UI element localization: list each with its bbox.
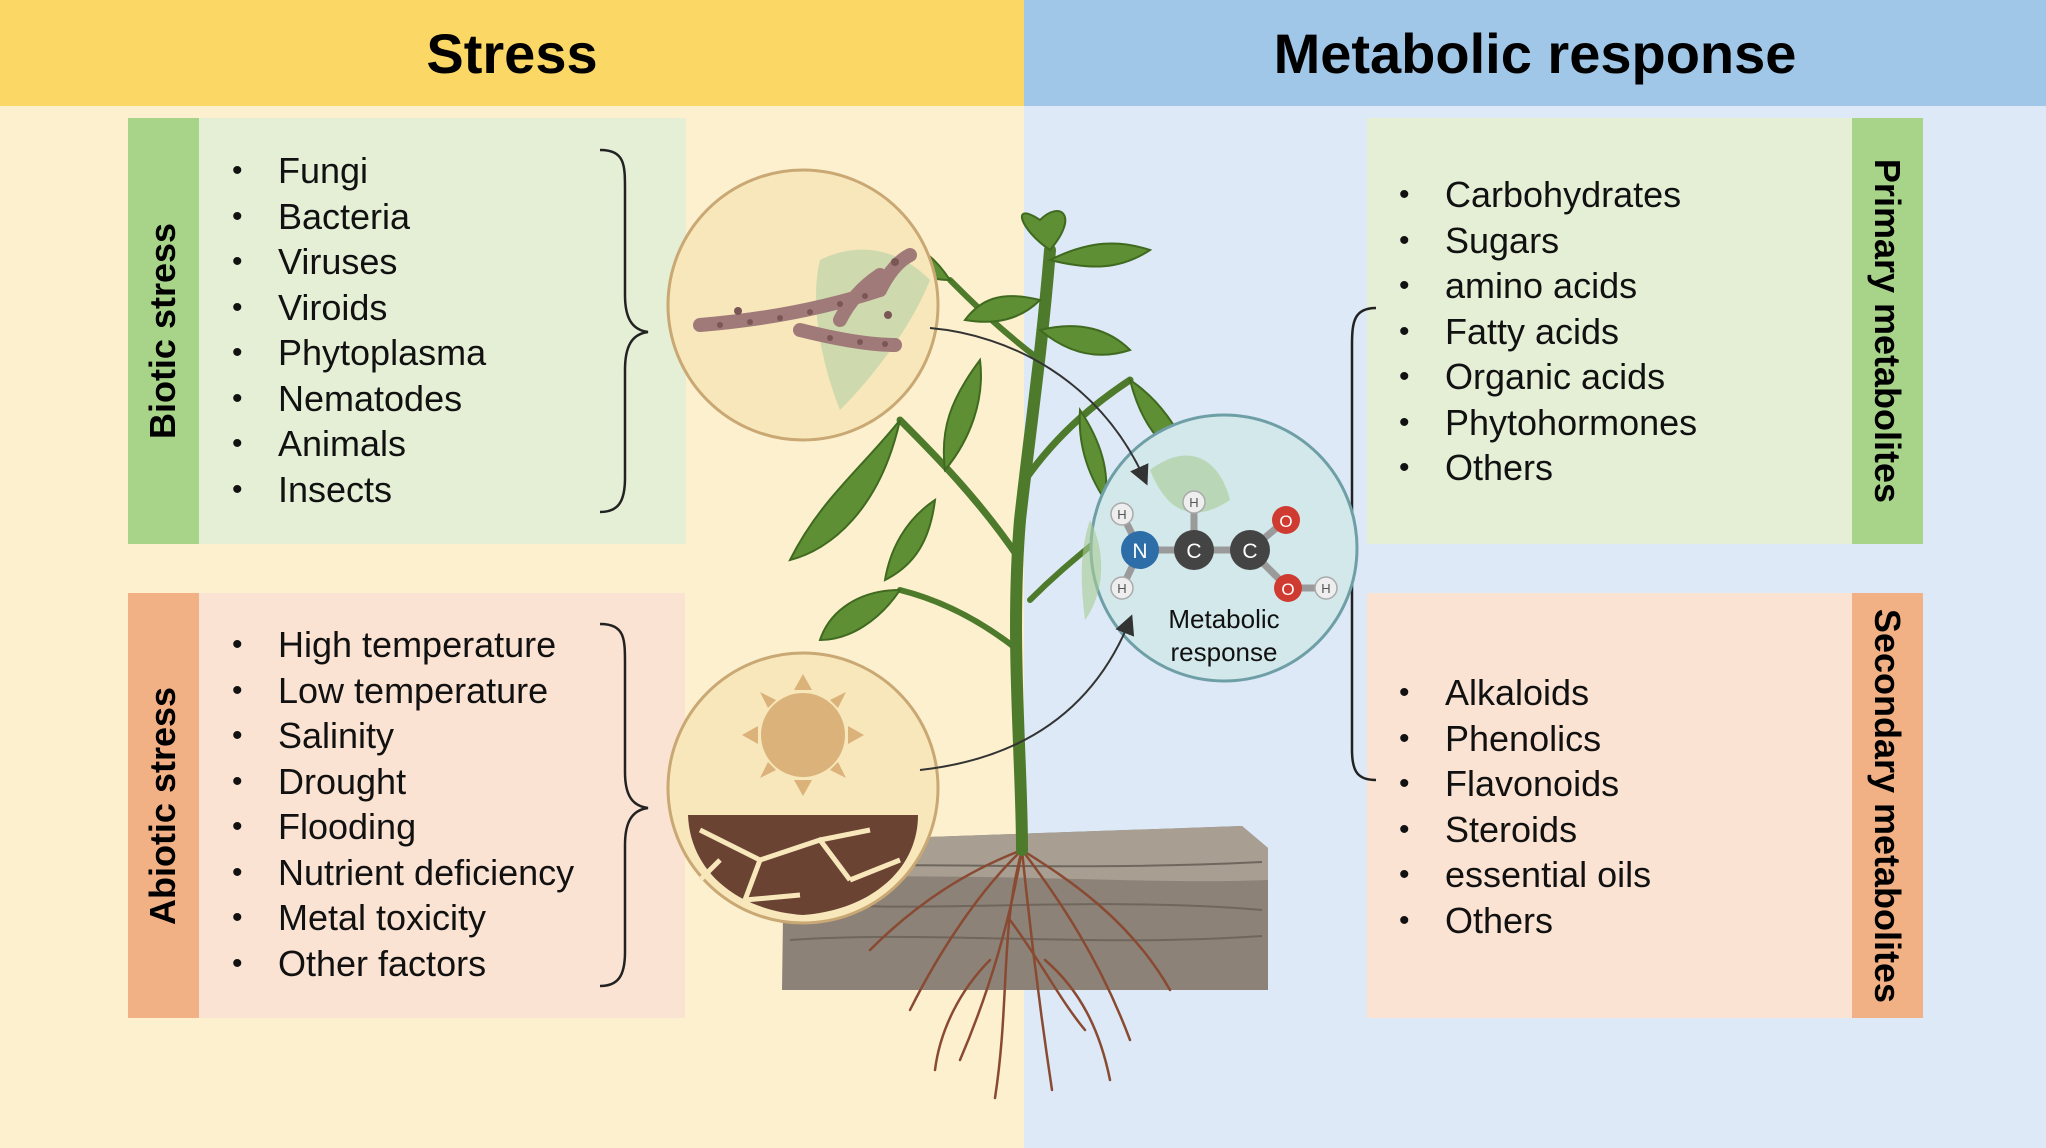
oxygen-atom-label: O xyxy=(1281,580,1294,599)
molecule-caption-line1: Metabolic xyxy=(1168,604,1279,634)
biotic-stress-list: Fungi Bacteria Viruses Viroids Phytoplas… xyxy=(232,148,486,512)
secondary-metabolites-list: Alkaloids Phenolics Flavonoids Steroids … xyxy=(1399,670,1651,943)
list-item: Steroids xyxy=(1399,807,1651,853)
list-item: essential oils xyxy=(1399,852,1651,898)
secondary-metabolites-panel: Secondary metabolites Alkaloids Phenolic… xyxy=(1367,593,1923,1018)
list-item: Others xyxy=(1399,898,1651,944)
cracked-soil-icon xyxy=(688,815,918,915)
list-item: amino acids xyxy=(1399,263,1697,309)
hydrogen-atom-label: H xyxy=(1117,581,1126,596)
biotic-stress-tab: Biotic stress xyxy=(128,118,199,544)
list-item: Low temperature xyxy=(232,668,574,714)
oxygen-atom xyxy=(1274,574,1302,602)
list-item: Phenolics xyxy=(1399,716,1651,762)
abiotic-stress-list: High temperature Low temperature Salinit… xyxy=(232,622,574,986)
nitrogen-atom xyxy=(1121,531,1159,569)
molecule-caption-line2: response xyxy=(1171,637,1278,667)
abiotic-stress-panel: Abiotic stress High temperature Low temp… xyxy=(128,593,685,1018)
carbon-atom-label: C xyxy=(1242,540,1257,563)
carbon-atom xyxy=(1174,530,1214,570)
hydrogen-atom-label: H xyxy=(1189,495,1198,510)
biotic-stress-panel: Biotic stress Fungi Bacteria Viruses Vir… xyxy=(128,118,686,544)
sun-icon xyxy=(742,674,864,796)
list-item: Phytohormones xyxy=(1399,400,1697,446)
list-item: Nematodes xyxy=(232,376,486,422)
carbon-atom-label: C xyxy=(1186,540,1201,563)
list-item: Salinity xyxy=(232,713,574,759)
oxygen-atom xyxy=(1272,506,1300,534)
oxygen-atom-label: O xyxy=(1279,512,1292,531)
list-item: Phytoplasma xyxy=(232,330,486,376)
list-item: Organic acids xyxy=(1399,354,1697,400)
hydrogen-atom xyxy=(1182,490,1206,514)
hydrogen-atom-label: H xyxy=(1117,507,1126,522)
list-item: Drought xyxy=(232,759,574,805)
list-item: Fungi xyxy=(232,148,486,194)
list-item: Metal toxicity xyxy=(232,895,574,941)
drought-magnified-circle xyxy=(666,651,940,925)
list-item: Viroids xyxy=(232,285,486,331)
list-item: Alkaloids xyxy=(1399,670,1651,716)
hydrogen-atom xyxy=(1110,502,1134,526)
metabolic-response-header: Metabolic response xyxy=(1024,0,2046,106)
carbon-atom xyxy=(1230,530,1270,570)
primary-metabolites-list: Carbohydrates Sugars amino acids Fatty a… xyxy=(1399,172,1697,491)
list-item: Insects xyxy=(232,467,486,513)
hydrogen-atom xyxy=(1110,576,1134,600)
list-item: Bacteria xyxy=(232,194,486,240)
secondary-metabolites-tab: Secondary metabolites xyxy=(1852,593,1923,1018)
plant-roots xyxy=(868,848,1172,1100)
list-item: Flavonoids xyxy=(1399,761,1651,807)
hydrogen-atom-label: H xyxy=(1321,581,1330,596)
list-item: High temperature xyxy=(232,622,574,668)
list-item: Sugars xyxy=(1399,218,1697,264)
fungi-magnified-circle xyxy=(666,168,940,442)
drought-to-response-arrow xyxy=(919,614,1135,771)
hydrogen-atom xyxy=(1314,576,1338,600)
fungi-to-response-arrow xyxy=(929,327,1149,486)
primary-metabolites-tab: Primary metabolites xyxy=(1852,118,1923,544)
list-item: Carbohydrates xyxy=(1399,172,1697,218)
molecule-magnified-circle: N C C O O H H H H Metabolic response xyxy=(1081,413,1359,683)
stress-header: Stress xyxy=(0,0,1024,106)
list-item: Other factors xyxy=(232,941,574,987)
list-item: Viruses xyxy=(232,239,486,285)
list-item: Nutrient deficiency xyxy=(232,850,574,896)
list-item: Flooding xyxy=(232,804,574,850)
list-item: Animals xyxy=(232,421,486,467)
nitrogen-atom-label: N xyxy=(1132,540,1147,563)
biotic-brace xyxy=(599,148,649,514)
abiotic-brace xyxy=(599,622,649,988)
primary-metabolites-panel: Primary metabolites Carbohydrates Sugars… xyxy=(1367,118,1923,544)
list-item: Fatty acids xyxy=(1399,309,1697,355)
list-item: Others xyxy=(1399,445,1697,491)
abiotic-stress-tab: Abiotic stress xyxy=(128,593,199,1018)
